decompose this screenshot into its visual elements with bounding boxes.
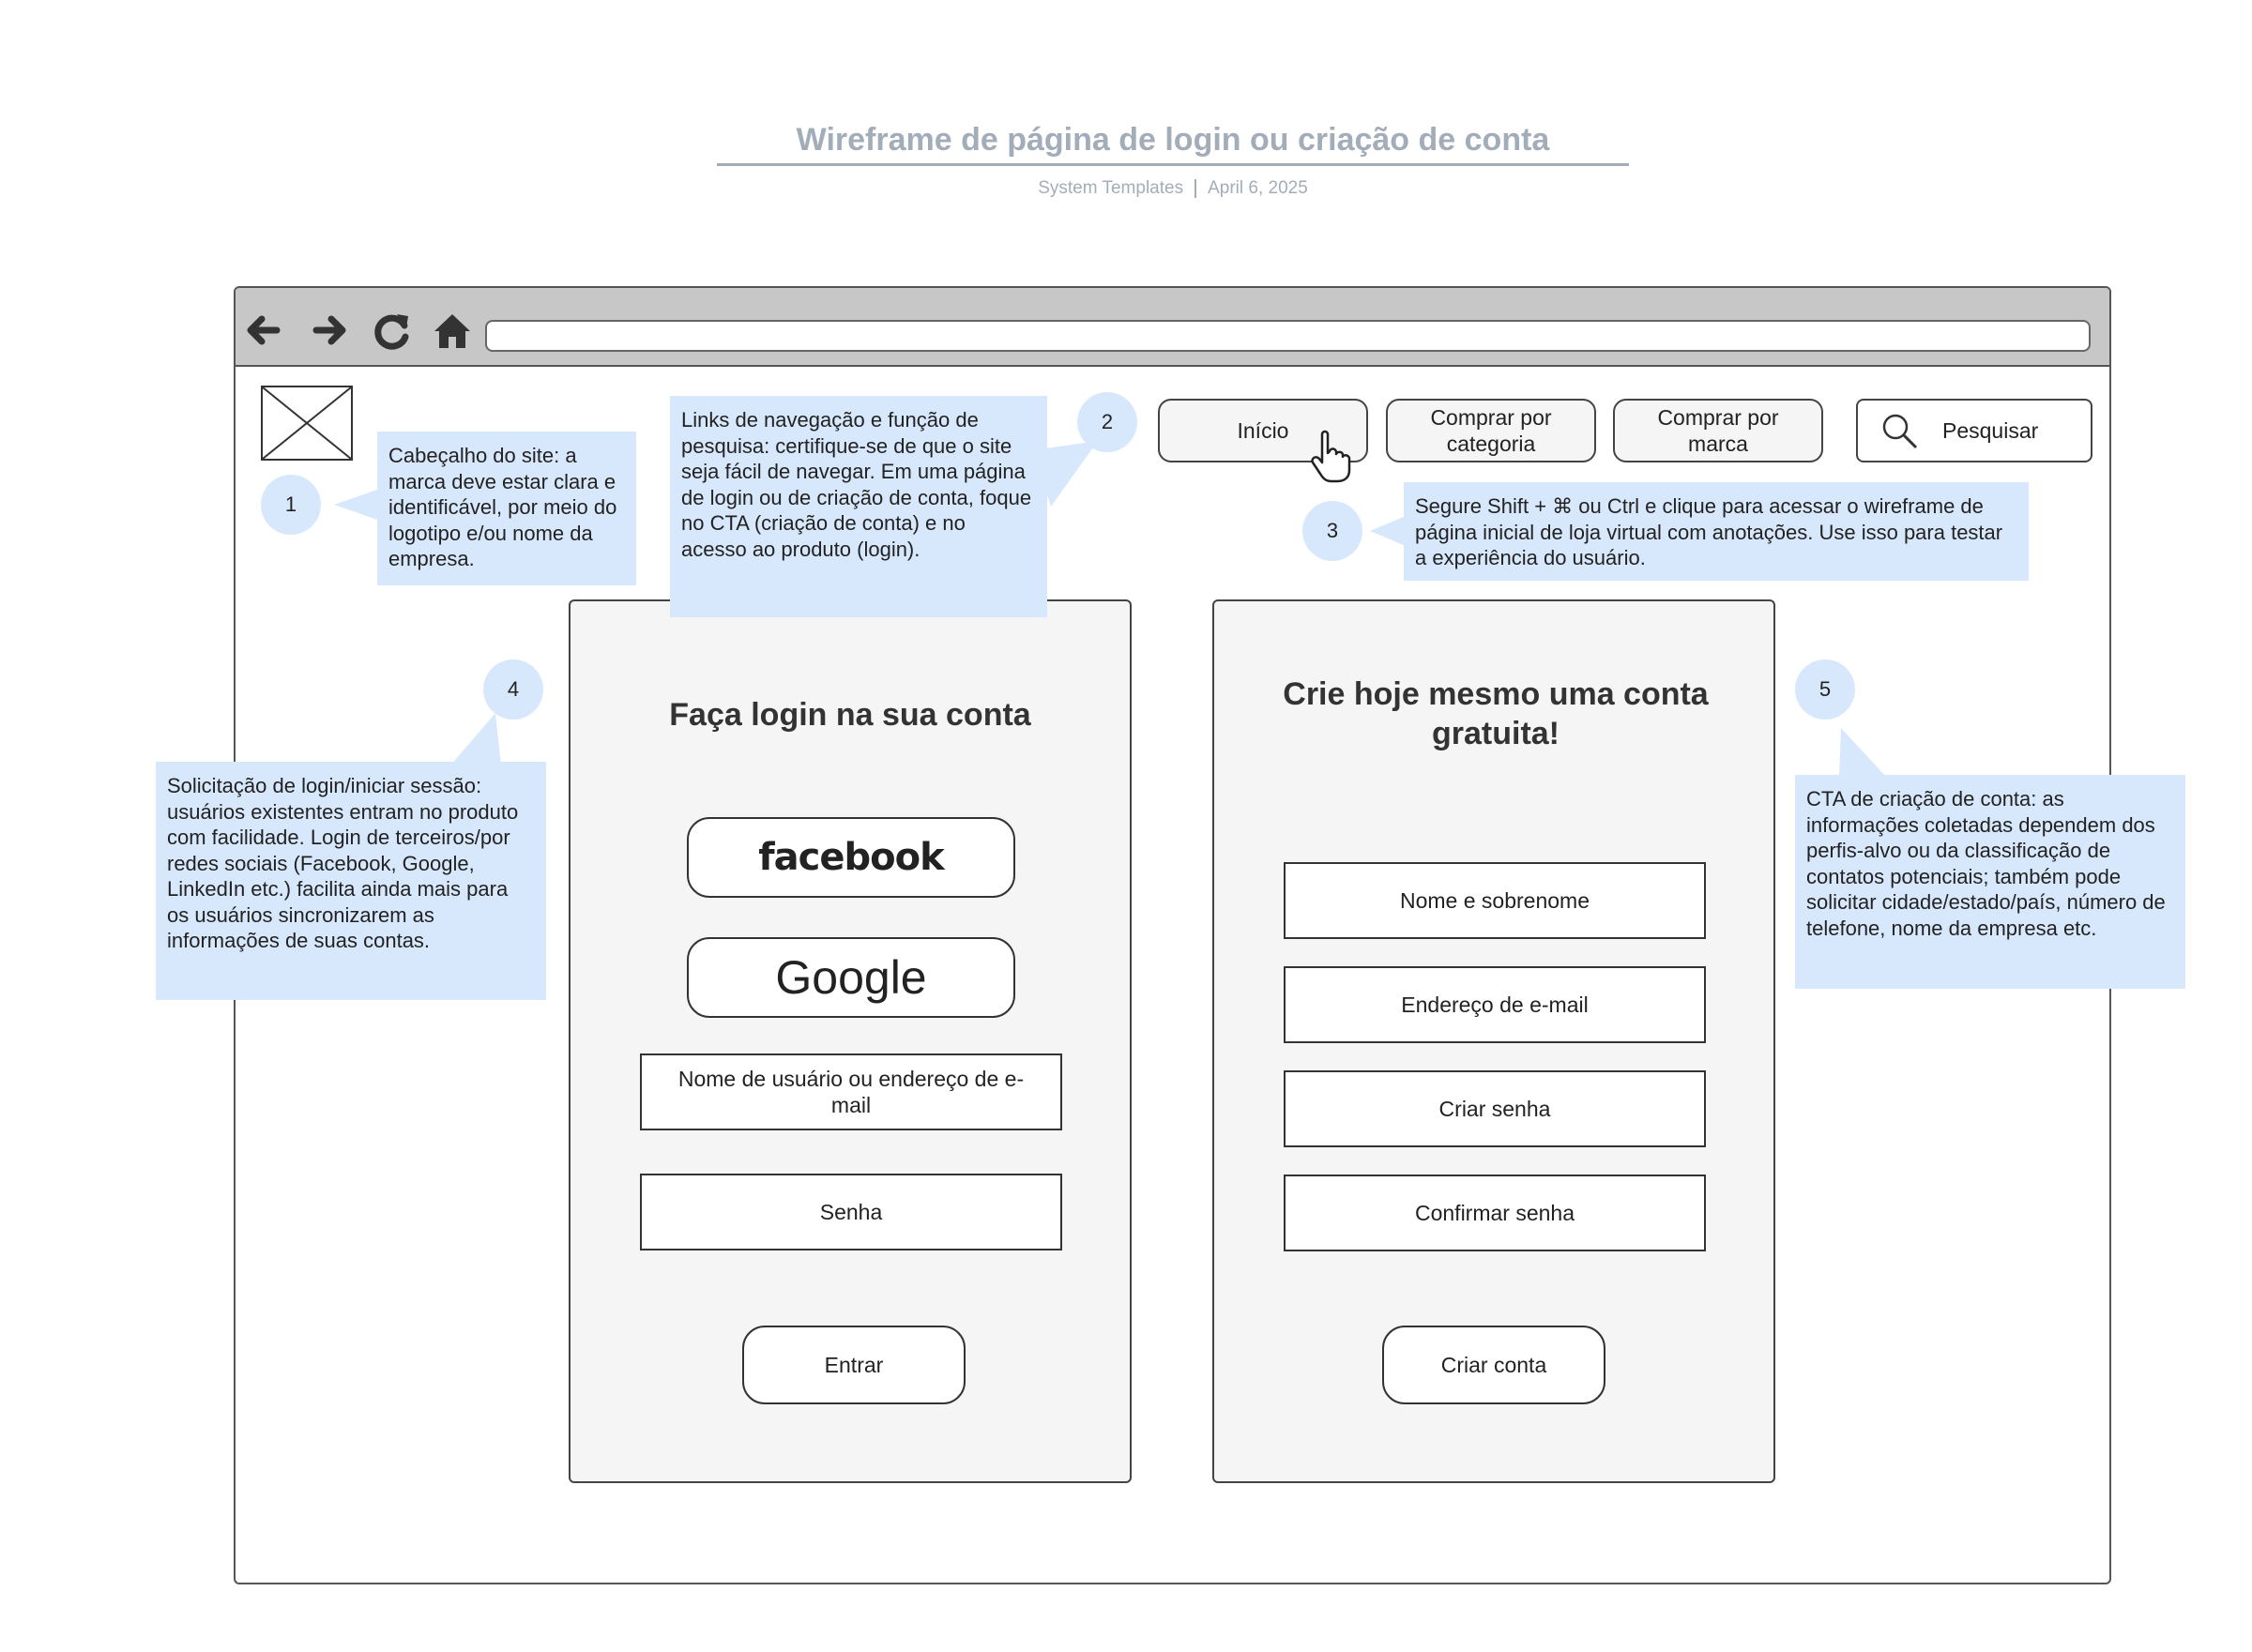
annotation-pointer-4 (450, 713, 501, 765)
confirm-password-field[interactable]: Confirmar senha (1284, 1175, 1706, 1251)
image-placeholder-icon (262, 386, 352, 460)
password-field[interactable]: Senha (640, 1174, 1062, 1250)
meta-divider (1194, 178, 1197, 198)
login-submit-label: Entrar (824, 1352, 884, 1377)
document-meta: System Templates April 6, 2025 (0, 178, 2252, 199)
browser-toolbar (236, 288, 2109, 367)
nav-brand-button[interactable]: Comprar por marca (1613, 399, 1823, 462)
confirm-password-placeholder: Confirmar senha (1414, 1201, 1575, 1225)
search-icon (1882, 414, 1918, 449)
google-logo-text: Google (775, 951, 927, 1004)
full-name-field[interactable]: Nome e sobrenome (1284, 862, 1706, 939)
title-underline (717, 163, 1629, 166)
forward-arrow-icon[interactable] (307, 309, 350, 352)
hand-pointer-icon (1311, 430, 1351, 483)
search-input[interactable]: Pesquisar (1856, 399, 2092, 462)
password-placeholder: Senha (819, 1200, 883, 1224)
annotation-number-4: 4 (507, 677, 520, 701)
annotation-number-1: 1 (284, 493, 297, 516)
annotation-pointer-5 (1839, 728, 1886, 777)
address-bar[interactable] (485, 320, 2091, 352)
date-label: April 6, 2025 (1208, 178, 1308, 198)
annotation-number-5: 5 (1818, 677, 1832, 701)
annotation-badge-4: 4 (483, 659, 543, 720)
create-account-label: Criar conta (1440, 1352, 1547, 1377)
username-field[interactable]: Nome de usuário ou endereço de e-mail (640, 1053, 1062, 1130)
login-submit-button[interactable]: Entrar (742, 1326, 966, 1404)
annotation-badge-2: 2 (1077, 392, 1137, 452)
annotation-badge-5: 5 (1795, 659, 1855, 720)
nav-home-label: Início (1237, 418, 1289, 443)
annotation-note-4: Solicitação de login/iniciar sessão: usu… (156, 762, 546, 1000)
annotation-note-5: CTA de criação de conta: as informações … (1795, 775, 2185, 989)
google-login-button[interactable]: Google (687, 937, 1015, 1018)
signup-panel: Crie hoje mesmo uma conta gratuita! Nome… (1212, 599, 1775, 1483)
create-password-placeholder: Criar senha (1438, 1097, 1551, 1121)
login-title: Faça login na sua conta (669, 697, 1031, 733)
annotation-note-2: Links de navegação e função de pesquisa:… (670, 396, 1047, 617)
nav-category-label: Comprar por categoria (1430, 405, 1552, 456)
username-placeholder: Nome de usuário ou endereço de e-mail (677, 1067, 1025, 1117)
facebook-logo-text: facebook (758, 836, 944, 879)
annotation-note-1: Cabeçalho do site: a marca deve estar cl… (377, 432, 636, 585)
search-label: Pesquisar (1942, 418, 2039, 443)
annotation-note-3: Segure Shift + ⌘ ou Ctrl e clique para a… (1404, 482, 2029, 581)
nav-home-button[interactable]: Início (1158, 399, 1368, 462)
nav-brand-label: Comprar por marca (1657, 405, 1779, 456)
page-title: Wireframe de página de login ou criação … (796, 122, 1550, 158)
email-placeholder: Endereço de e-mail (1401, 993, 1589, 1017)
full-name-placeholder: Nome e sobrenome (1400, 888, 1590, 913)
login-panel: Faça login na sua conta facebook Google … (569, 599, 1132, 1483)
annotation-pointer-2 (1032, 441, 1098, 507)
back-arrow-icon[interactable] (243, 309, 286, 352)
signup-title: Crie hoje mesmo uma conta gratuita! (1283, 676, 1709, 751)
reload-icon[interactable] (371, 309, 414, 352)
nav-category-button[interactable]: Comprar por categoria (1386, 399, 1596, 462)
home-icon[interactable] (431, 309, 474, 352)
author-label: System Templates (1038, 178, 1184, 198)
annotation-badge-3: 3 (1302, 501, 1362, 561)
create-account-button[interactable]: Criar conta (1382, 1326, 1605, 1404)
annotation-number-2: 2 (1101, 410, 1114, 433)
annotation-badge-1: 1 (261, 475, 321, 535)
create-password-field[interactable]: Criar senha (1284, 1070, 1706, 1147)
annotation-number-3: 3 (1326, 519, 1339, 542)
annotation-pointer-1 (334, 490, 377, 520)
facebook-login-button[interactable]: facebook (687, 817, 1015, 898)
annotation-pointer-3 (1370, 516, 1406, 546)
logo-placeholder (261, 386, 353, 461)
email-field[interactable]: Endereço de e-mail (1284, 966, 1706, 1043)
